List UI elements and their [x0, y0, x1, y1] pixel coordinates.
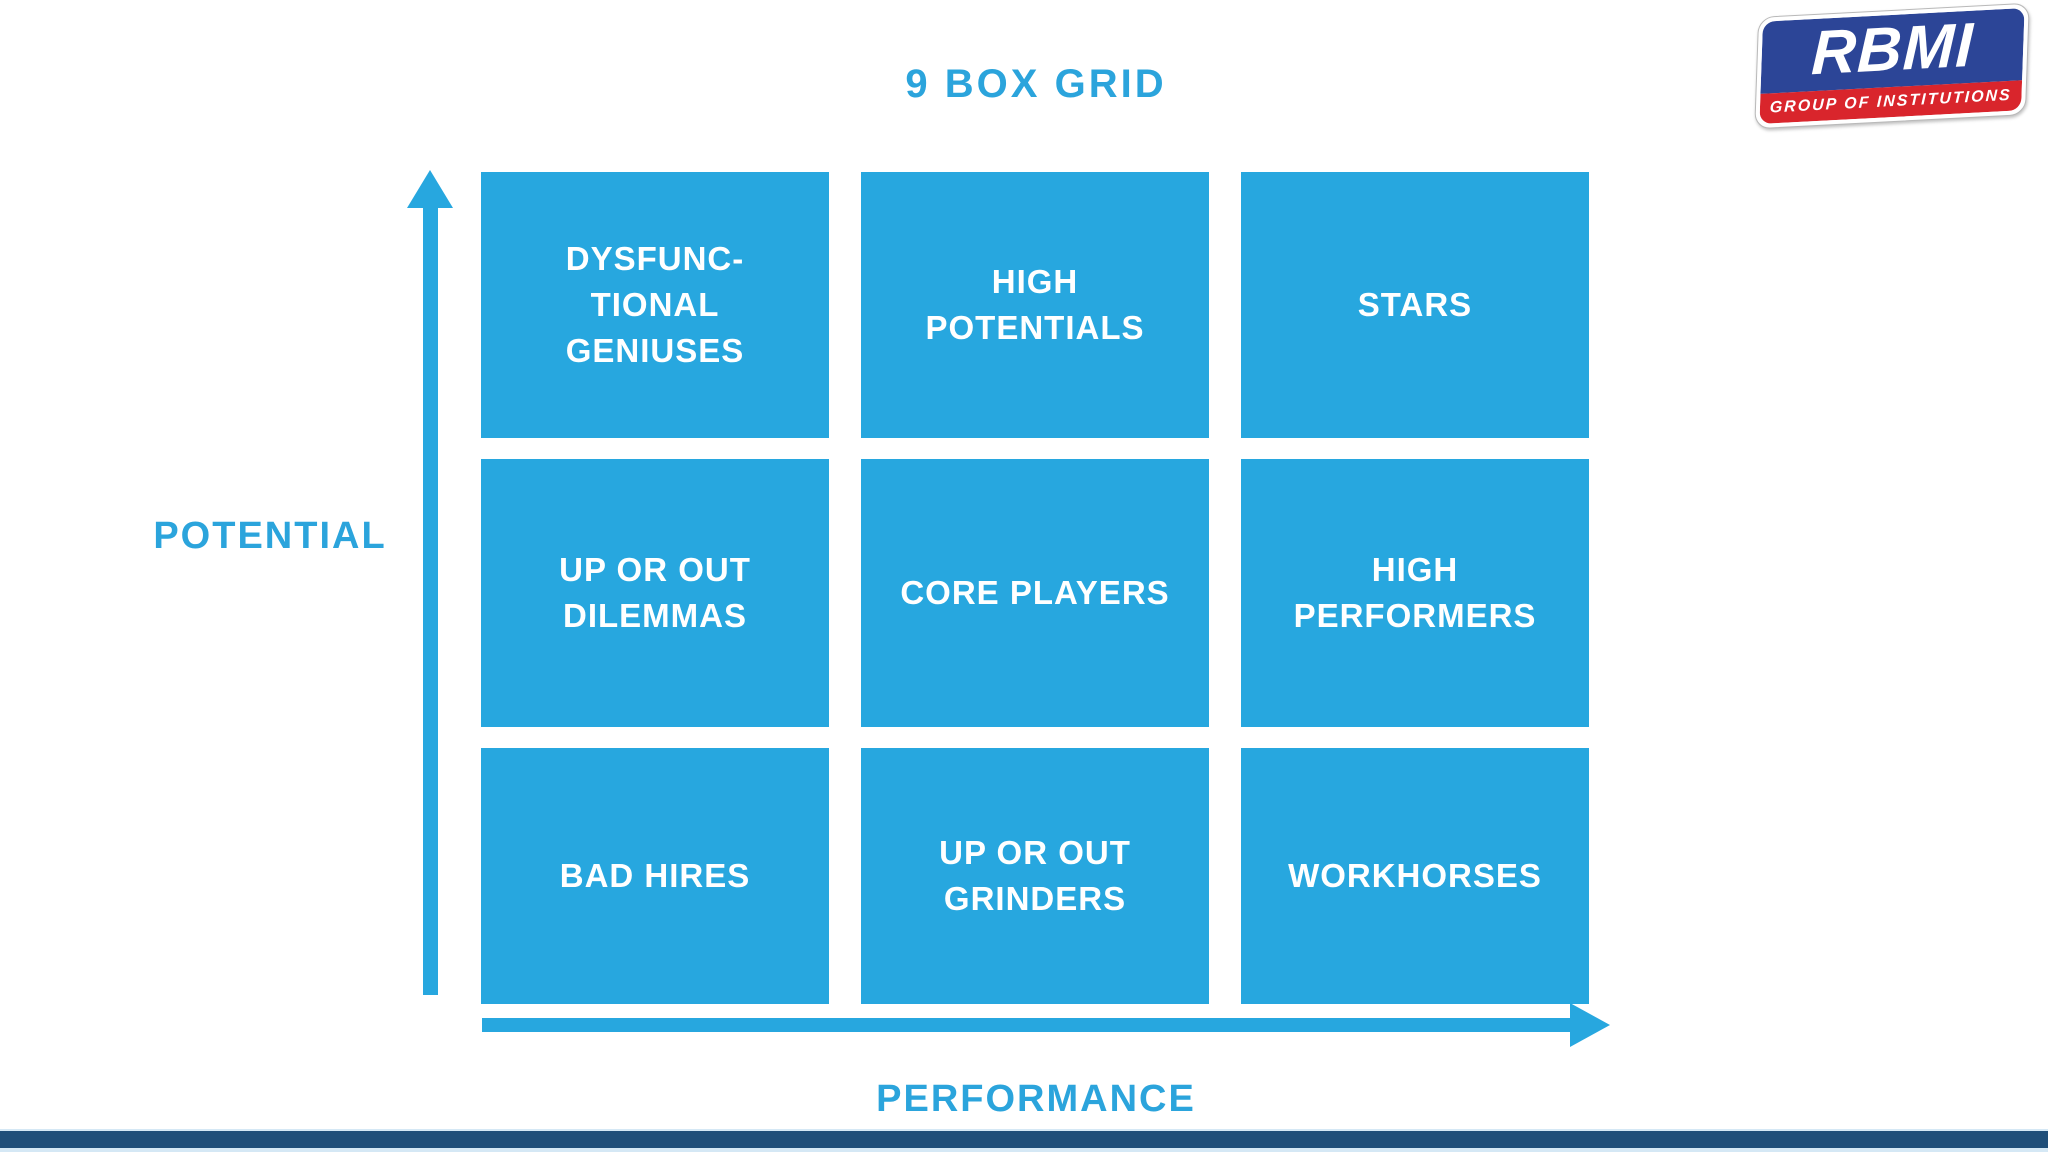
- x-axis-line: [482, 1018, 1572, 1032]
- grid-cell-high-potentials: HIGH POTENTIALS: [861, 172, 1209, 438]
- logo-wordmark: RBMI: [1760, 7, 2025, 94]
- y-axis-arrowhead-icon: [407, 170, 453, 208]
- grid-cell-workhorses: WORKHORSES: [1241, 748, 1589, 1004]
- x-axis-arrowhead-icon: [1570, 1003, 1610, 1047]
- grid-cell-bad-hires: BAD HIRES: [481, 748, 829, 1004]
- nine-box-grid: DYSFUNC- TIONAL GENIUSES HIGH POTENTIALS…: [481, 172, 1589, 1004]
- rbmi-logo: RBMI GROUP OF INSTITUTIONS: [1754, 2, 2030, 130]
- y-axis-line: [423, 205, 438, 995]
- grid-cell-up-or-out-grinders: UP OR OUT GRINDERS: [861, 748, 1209, 1004]
- grid-cell-high-performers: HIGH PERFORMERS: [1241, 459, 1589, 727]
- y-axis-label: POTENTIAL: [153, 515, 387, 557]
- page-title: 9 BOX GRID: [905, 62, 1167, 106]
- grid-cell-core-players: CORE PLAYERS: [861, 459, 1209, 727]
- grid-cell-up-or-out-dilemmas: UP OR OUT DILEMMAS: [481, 459, 829, 727]
- grid-cell-dysfunctional-geniuses: DYSFUNC- TIONAL GENIUSES: [481, 172, 829, 438]
- grid-cell-stars: STARS: [1241, 172, 1589, 438]
- x-axis-label: PERFORMANCE: [876, 1078, 1196, 1120]
- footer-bar: [0, 1129, 2048, 1152]
- rbmi-logo-inner: RBMI GROUP OF INSTITUTIONS: [1759, 7, 2025, 125]
